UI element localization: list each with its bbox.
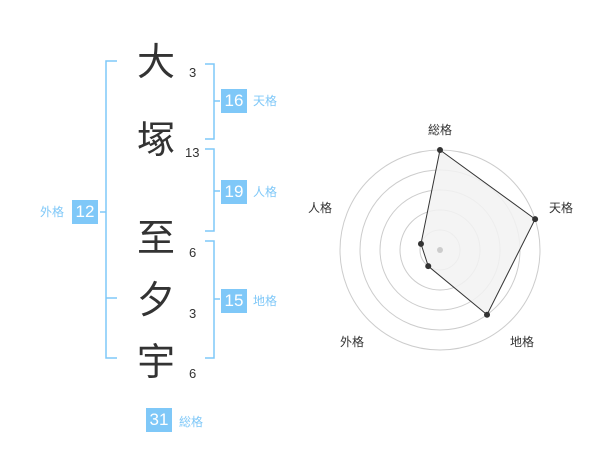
radar-label-gaikaku: 外格: [340, 335, 365, 349]
jinkaku-label: 人格: [253, 185, 278, 199]
radar-label-soukaku: 総格: [428, 123, 453, 137]
radar-data-polygon: [420, 149, 536, 316]
radar-point-4: [425, 263, 432, 270]
name-char-5: 宇: [136, 340, 175, 384]
name-char-3: 至: [136, 216, 175, 260]
stroke-count-2: 13: [185, 145, 200, 160]
radar-point-2: [532, 216, 539, 223]
fortune-brackets: [100, 60, 220, 359]
stroke-count-5: 6: [189, 366, 197, 381]
name-char-1: 大: [136, 40, 175, 84]
radar-center-dot: [437, 247, 443, 253]
soukaku-label: 総格: [179, 415, 204, 429]
radar-point-3: [484, 311, 491, 318]
chikaku-value: 15: [221, 289, 247, 313]
name-char-4: 夕: [136, 278, 175, 322]
radar-label-jinkaku: 人格: [308, 201, 333, 215]
stroke-count-3: 6: [189, 245, 197, 260]
tenkaku-value: 16: [221, 89, 247, 113]
stroke-count-1: 3: [189, 65, 197, 80]
radar-label-tenkaku: 天格: [549, 201, 574, 215]
radar-point-5: [417, 240, 424, 247]
chikaku-label: 地格: [253, 294, 278, 308]
radar-point-1: [437, 147, 443, 153]
gaikaku-label: 外格: [40, 205, 65, 219]
gaikaku-value: 12: [72, 200, 98, 224]
soukaku-value: 31: [146, 408, 172, 432]
radar-label-chikaku: 地格: [510, 335, 535, 349]
stroke-count-4: 3: [189, 306, 197, 321]
name-char-2: 塚: [136, 118, 175, 162]
tenkaku-label: 天格: [253, 94, 278, 108]
jinkaku-value: 19: [221, 180, 247, 204]
